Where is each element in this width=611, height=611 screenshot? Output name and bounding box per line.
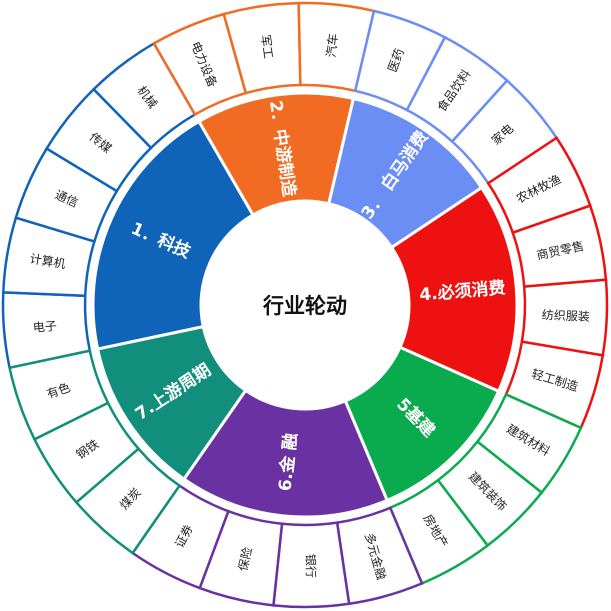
industry-label: 纺织服装 [541, 308, 590, 324]
industry-label: 保险 [235, 546, 255, 573]
center-title: 行业轮动 [262, 294, 347, 318]
industry-label: 汽车 [323, 33, 340, 58]
sector-shangyou [95, 324, 248, 482]
center-disc [201, 201, 409, 409]
industry-label: 计算机 [29, 251, 67, 272]
industry-label: 军工 [258, 34, 275, 60]
industry-label: 电子 [32, 319, 57, 335]
industry-label: 银行 [303, 554, 317, 578]
industry-cell [8, 349, 110, 441]
